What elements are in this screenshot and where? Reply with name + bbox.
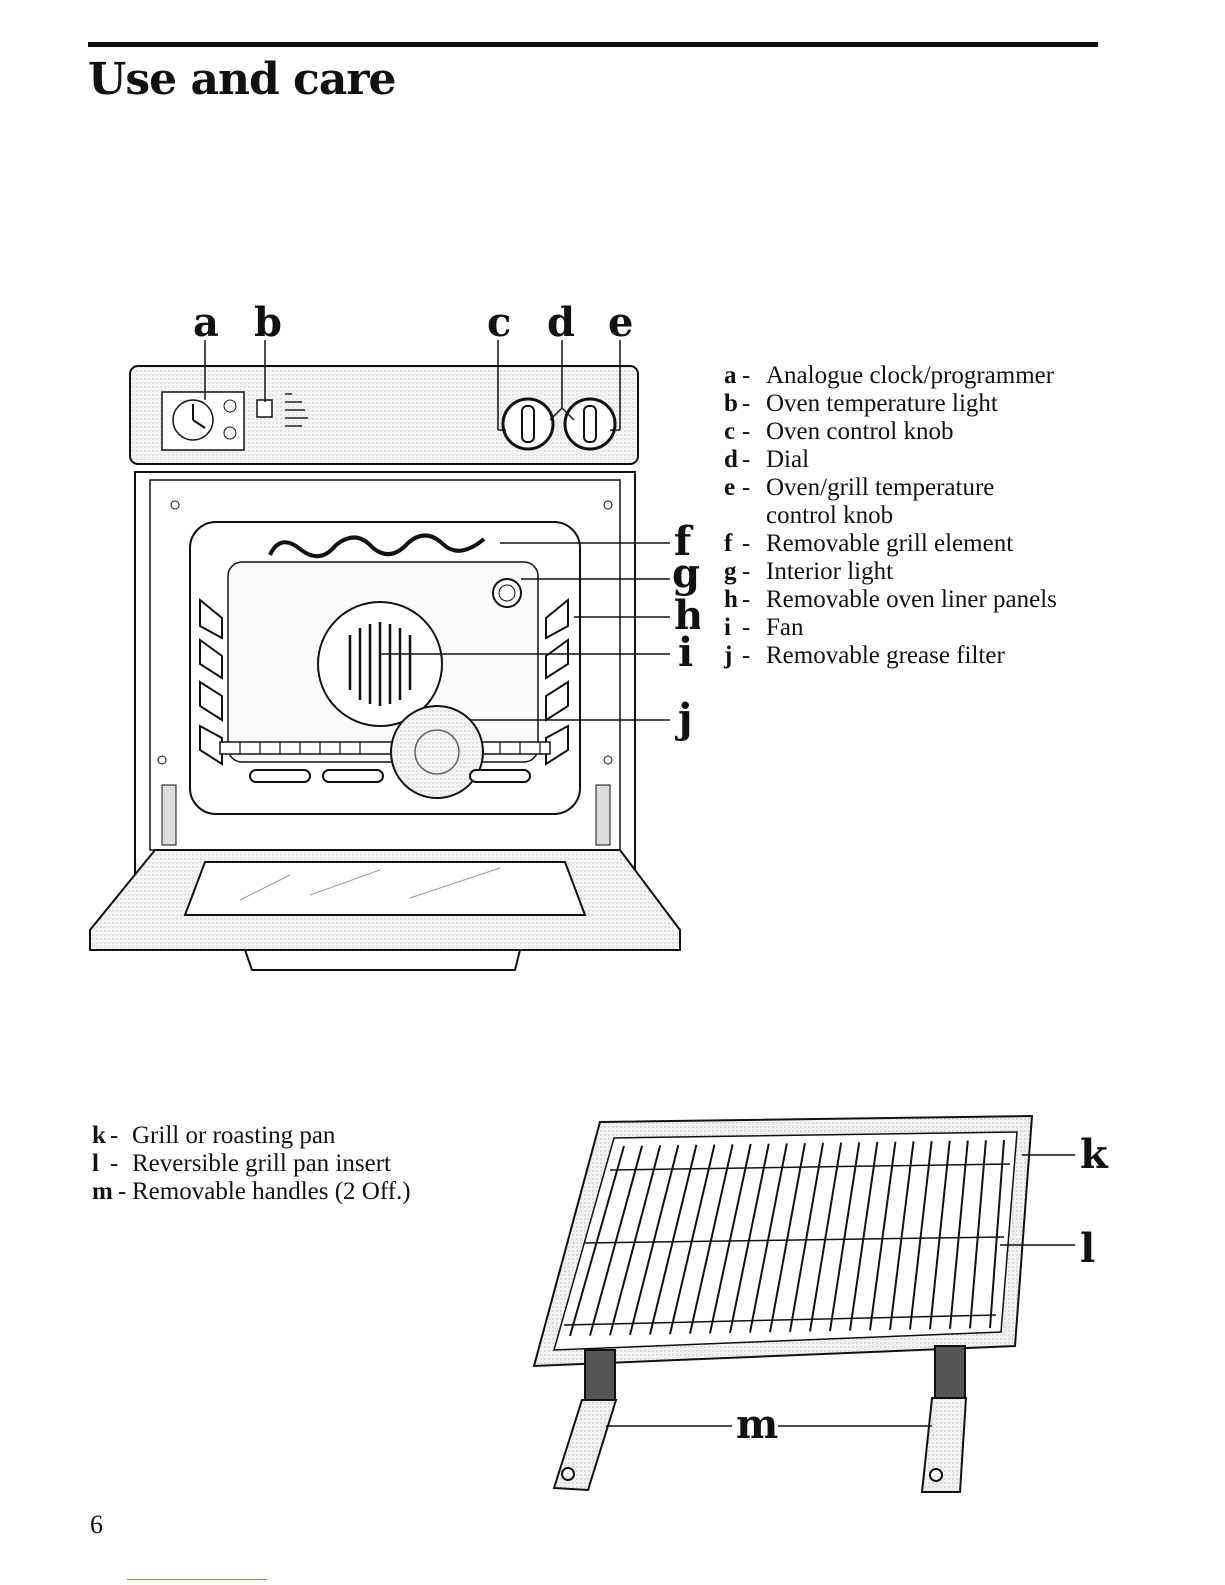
grill-rod (909, 1141, 933, 1330)
page-number: 6 (90, 1510, 103, 1539)
page-title: Use and care (88, 54, 397, 105)
grill-rod (809, 1142, 843, 1332)
grill-rod (629, 1144, 680, 1336)
grill-rod (769, 1142, 806, 1333)
legend-item-c: c-Oven control knob (724, 418, 954, 445)
label-c: c (487, 299, 511, 346)
label-i: i (678, 629, 693, 676)
legend-item-i: i-Fan (724, 614, 804, 641)
grill-rod (649, 1144, 698, 1335)
temperature-light (256, 399, 273, 418)
grill-rod (949, 1140, 969, 1329)
oven-legend: a-Analogue clock/programmer b-Oven tempe… (724, 362, 1057, 670)
handles (552, 1345, 968, 1493)
grill-rod (789, 1142, 825, 1332)
legend-item-d: d-Dial (724, 446, 810, 473)
grill-rod (729, 1143, 770, 1334)
grill-rod (969, 1140, 987, 1329)
label-d: d (547, 299, 575, 346)
legend-item-f: f-Removable grill element (724, 530, 1014, 557)
grill-rod (829, 1142, 861, 1332)
interior-light (492, 578, 522, 608)
grill-rod (569, 1145, 625, 1337)
label-g: g (672, 550, 700, 597)
legend-item-j: j-Removable grease filter (724, 642, 1005, 669)
door-handle (243, 949, 522, 971)
grill-rod (609, 1145, 662, 1336)
header-rule (88, 42, 1098, 47)
legend-item-e-continued: control knob (766, 502, 894, 529)
grill-rod (669, 1144, 716, 1335)
grease-filter (390, 705, 484, 799)
legend-item-m: m-Removable handles (2 Off.) (92, 1178, 411, 1205)
label-h: h (674, 592, 700, 639)
grill-rod (929, 1140, 951, 1330)
footer-line (127, 1579, 267, 1580)
legend-item-b: b-Oven temperature light (724, 390, 998, 417)
grill-rod (589, 1145, 644, 1336)
grill-rod (709, 1143, 752, 1334)
pan-legend: k-Grill or roasting pan l-Reversible gri… (92, 1122, 411, 1206)
grill-pan-diagram: k l m (532, 1114, 1109, 1493)
grill-rod (869, 1141, 897, 1331)
label-k: k (1080, 1131, 1109, 1178)
grill-rod (889, 1141, 915, 1331)
legend-item-g: g-Interior light (724, 558, 894, 585)
grill-pan-insert (569, 1139, 1005, 1337)
oven-diagram: a b c d e f g h i j (89, 299, 700, 971)
grill-rod (749, 1143, 788, 1333)
legend-item-l: l-Reversible grill pan insert (92, 1150, 391, 1177)
legend-item-h: h-Removable oven liner panels (724, 586, 1057, 613)
legend-item-a: a-Analogue clock/programmer (724, 362, 1055, 389)
grill-rod (689, 1144, 734, 1334)
grill-rod (989, 1139, 1005, 1329)
label-b: b (254, 299, 282, 346)
label-e: e (608, 299, 633, 346)
label-f: f (674, 518, 694, 565)
label-j: j (675, 695, 692, 742)
label-m: m (736, 1401, 778, 1448)
grill-element (268, 533, 486, 558)
grill-rod (849, 1141, 879, 1331)
label-a: a (193, 299, 219, 346)
legend-item-e: e-Oven/grill temperature (724, 474, 995, 501)
legend-item-k: k-Grill or roasting pan (92, 1122, 336, 1149)
label-l: l (1080, 1225, 1095, 1272)
